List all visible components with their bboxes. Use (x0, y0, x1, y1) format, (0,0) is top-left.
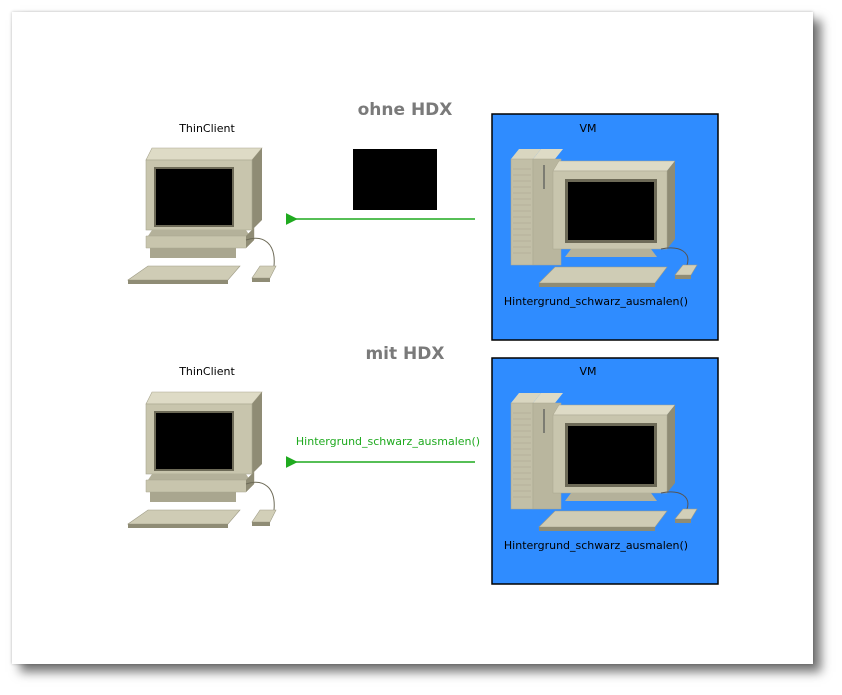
section-ohne-hdx: ohne HDX ThinClient VM Hintergrund_schwa… (127, 100, 719, 341)
vm-call-label: Hintergrund_schwarz_ausmalen() (504, 539, 688, 552)
vm-call-label: Hintergrund_schwarz_ausmalen() (504, 295, 688, 308)
thinclient-label: ThinClient (178, 122, 235, 135)
section-title: mit HDX (365, 344, 444, 364)
diagram-page: ohne HDX ThinClient VM Hintergrund_schwa… (12, 12, 813, 664)
section-mit-hdx: mit HDX ThinClient Hintergrund_schwarz_a… (127, 344, 719, 585)
vm-label: VM (579, 365, 596, 378)
section-title: ohne HDX (358, 100, 453, 120)
thinclient-computer-icon (127, 391, 277, 529)
diagram-canvas: ohne HDX ThinClient VM Hintergrund_schwa… (127, 100, 719, 585)
vm-label: VM (579, 122, 596, 135)
transferred-image (353, 149, 437, 210)
thinclient-label: ThinClient (178, 365, 235, 378)
thinclient-computer-icon (127, 147, 277, 285)
transferred-command-label: Hintergrund_schwarz_ausmalen() (296, 435, 480, 448)
